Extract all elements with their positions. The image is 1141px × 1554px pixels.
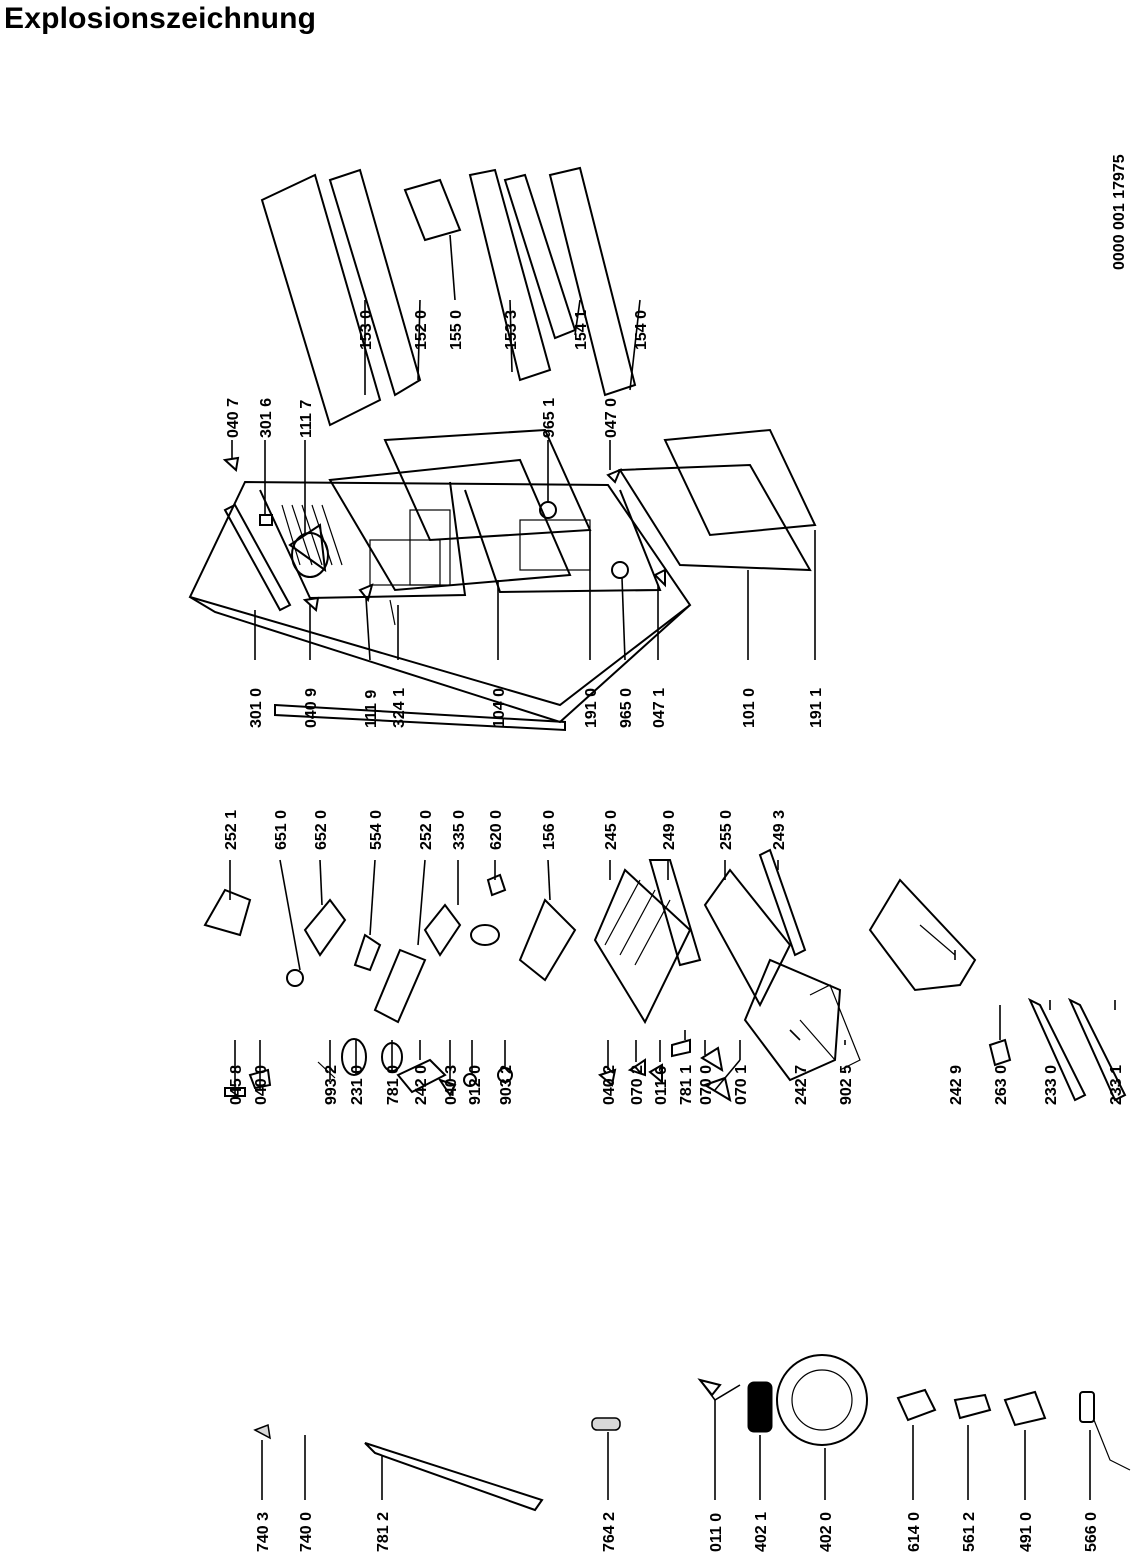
label-104-0: 104 0 bbox=[491, 688, 508, 728]
label-153-3: 153 3 bbox=[503, 310, 520, 350]
label-651-0: 651 0 bbox=[273, 810, 290, 850]
page-title: Explosionszeichnung bbox=[4, 2, 317, 35]
label-040-2: 040 2 bbox=[601, 1065, 618, 1105]
label-402-1: 402 1 bbox=[753, 1512, 770, 1552]
label-191-0: 191 0 bbox=[583, 688, 600, 728]
label-153-0: 153 0 bbox=[358, 310, 375, 350]
label-965-1: 965 1 bbox=[541, 398, 558, 438]
label-764-2: 764 2 bbox=[601, 1512, 618, 1552]
label-912-0: 912 0 bbox=[467, 1065, 484, 1105]
label-620-0: 620 0 bbox=[488, 810, 505, 850]
label-255-0: 255 0 bbox=[718, 810, 735, 850]
label-740-0: 740 0 bbox=[298, 1512, 315, 1552]
label-903-2: 903 2 bbox=[498, 1065, 515, 1105]
label-249-0: 249 0 bbox=[661, 810, 678, 850]
label-231-0: 231 0 bbox=[349, 1065, 366, 1105]
label-233-0: 233 0 bbox=[1043, 1065, 1060, 1105]
label-011-6: 011 6 bbox=[653, 1066, 670, 1105]
label-070-0: 070 0 bbox=[698, 1065, 715, 1105]
label-040-3: 040 3 bbox=[443, 1065, 460, 1105]
label-242-9: 242 9 bbox=[948, 1065, 965, 1105]
door-gasket-strip bbox=[364, 1442, 544, 1512]
label-249-3: 249 3 bbox=[771, 810, 788, 850]
freezer-components bbox=[203, 848, 807, 1025]
label-101-0: 101 0 bbox=[741, 688, 758, 728]
label-154-0: 154 0 bbox=[633, 310, 650, 350]
label-233-1: 233 1 bbox=[1108, 1065, 1125, 1105]
label-902-5: 902 5 bbox=[838, 1065, 855, 1105]
label-491-0: 491 0 bbox=[1018, 1512, 1035, 1552]
door-assemblies bbox=[222, 428, 817, 626]
label-040-9: 040 9 bbox=[303, 688, 320, 728]
label-156-0: 156 0 bbox=[541, 810, 558, 850]
fridge-cabinet bbox=[188, 480, 692, 732]
label-965-0: 965 0 bbox=[618, 688, 635, 728]
label-301-6: 301 6 bbox=[258, 398, 275, 438]
part-labels: 740 3 740 0 781 2 764 2 011 0 402 1 402 … bbox=[223, 310, 1125, 1552]
leader-lines bbox=[229, 234, 1116, 1500]
label-252-1: 252 1 bbox=[223, 810, 240, 850]
label-554-0: 554 0 bbox=[368, 810, 385, 850]
label-402-0: 402 0 bbox=[818, 1512, 835, 1552]
label-301-0: 301 0 bbox=[248, 688, 265, 728]
label-111-9: 111 9 bbox=[363, 690, 380, 728]
label-155-0: 155 0 bbox=[448, 310, 465, 350]
label-740-3: 740 3 bbox=[255, 1512, 272, 1552]
label-263-0: 263 0 bbox=[993, 1065, 1010, 1105]
label-040-7: 040 7 bbox=[225, 398, 242, 438]
label-152-0: 152 0 bbox=[413, 310, 430, 350]
label-191-1: 191 1 bbox=[808, 688, 825, 728]
label-252-0: 252 0 bbox=[418, 810, 435, 850]
label-047-0: 047 0 bbox=[603, 398, 620, 438]
label-993-2: 993 2 bbox=[323, 1065, 340, 1105]
drawers bbox=[743, 878, 1127, 1102]
label-614-0: 614 0 bbox=[906, 1512, 923, 1552]
door-shelves bbox=[260, 166, 637, 427]
label-566-0: 566 0 bbox=[1083, 1512, 1100, 1552]
label-011-0: 011 0 bbox=[708, 1513, 725, 1552]
label-245-0: 245 0 bbox=[603, 810, 620, 850]
label-335-0: 335 0 bbox=[451, 810, 468, 850]
label-111-7: 111 7 bbox=[298, 400, 315, 438]
small-parts-center bbox=[224, 1038, 732, 1103]
label-047-1: 047 1 bbox=[651, 688, 668, 728]
small-parts-left bbox=[253, 1354, 1131, 1471]
label-781-2: 781 2 bbox=[375, 1512, 392, 1552]
label-652-0: 652 0 bbox=[313, 810, 330, 850]
label-561-2: 561 2 bbox=[961, 1512, 978, 1552]
label-070-1: 070 1 bbox=[733, 1065, 750, 1105]
label-242-0: 242 0 bbox=[413, 1065, 430, 1105]
label-781-1: 781 1 bbox=[678, 1065, 695, 1105]
label-045-8: 045 8 bbox=[228, 1065, 245, 1105]
label-324-1: 324 1 bbox=[391, 688, 408, 728]
label-070-2: 070 2 bbox=[629, 1065, 646, 1105]
label-781-0: 781 0 bbox=[385, 1065, 402, 1105]
label-242-7: 242 7 bbox=[793, 1065, 810, 1105]
label-154-1: 154 1 bbox=[573, 310, 590, 350]
label-040-0: 040 0 bbox=[253, 1065, 270, 1105]
